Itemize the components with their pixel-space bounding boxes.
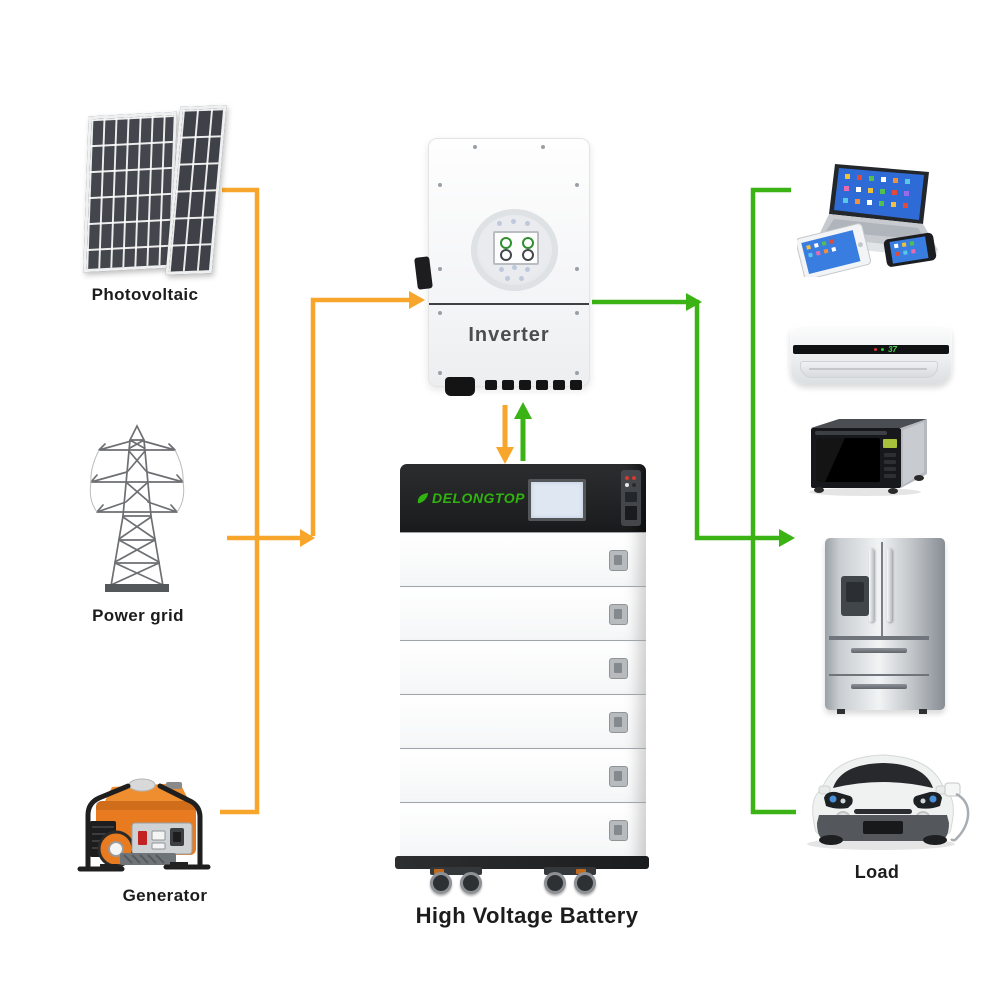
battery-module bbox=[400, 802, 646, 856]
inverter-unit: Inverter bbox=[414, 138, 590, 396]
battery-control-module: DELONGTOP bbox=[400, 464, 646, 532]
load-label: Load bbox=[854, 862, 900, 882]
connection-inverter-to-loads bbox=[592, 299, 779, 541]
inverter-port bbox=[519, 380, 531, 390]
inverter-display-panel bbox=[471, 209, 558, 291]
fridge-drawer bbox=[829, 674, 929, 708]
latch-icon bbox=[609, 766, 628, 787]
screw-icon bbox=[438, 183, 442, 187]
screw-icon bbox=[575, 267, 579, 271]
arrow-powergrid-junction bbox=[300, 529, 315, 547]
inverter-port bbox=[485, 380, 497, 390]
inverter-port bbox=[502, 380, 514, 390]
refrigerator-icon bbox=[825, 538, 945, 714]
latch-icon bbox=[609, 658, 628, 679]
inverter-port bbox=[536, 380, 548, 390]
leaf-icon bbox=[417, 492, 429, 503]
generator-switch bbox=[138, 831, 147, 845]
screw-icon bbox=[575, 311, 579, 315]
arrow-charge-down bbox=[496, 447, 514, 464]
inverter-port bbox=[553, 380, 565, 390]
power-grid-tower-icon bbox=[89, 424, 185, 592]
battery-label: High Voltage Battery bbox=[415, 903, 639, 928]
latch-icon bbox=[609, 820, 628, 841]
screw-icon bbox=[541, 145, 545, 149]
caster-wheels-icon bbox=[542, 867, 600, 894]
car-charge-port bbox=[944, 782, 961, 797]
battery-module bbox=[400, 586, 646, 640]
arrow-into-inverter bbox=[409, 291, 425, 309]
inverter-connector-block bbox=[445, 377, 475, 396]
battery-module bbox=[400, 532, 646, 586]
generator-icon bbox=[77, 778, 211, 872]
fridge-drawer bbox=[829, 638, 929, 674]
screw-icon bbox=[575, 183, 579, 187]
latch-icon bbox=[609, 604, 628, 625]
ac-display-stripe: 37 bbox=[793, 345, 949, 354]
microwave-oven-icon bbox=[809, 419, 927, 496]
battery-module bbox=[400, 640, 646, 694]
solar-panel-left-icon bbox=[83, 111, 177, 273]
electric-car-icon bbox=[807, 754, 970, 850]
laptop-tablet-phone-icon bbox=[797, 164, 938, 277]
screw-icon bbox=[438, 311, 442, 315]
fridge-french-doors bbox=[829, 542, 929, 638]
microwave-display bbox=[883, 439, 897, 448]
photovoltaic-panels bbox=[0, 0, 227, 275]
inverter-divider bbox=[429, 303, 589, 305]
arrow-to-refrigerator bbox=[779, 529, 795, 547]
screw-icon bbox=[438, 371, 442, 375]
inverter-port bbox=[570, 380, 582, 390]
battery-module bbox=[400, 748, 646, 802]
connection-pv-generator-trunk bbox=[220, 187, 260, 815]
screw-icon bbox=[438, 267, 442, 271]
connection-loads-spine bbox=[750, 187, 796, 815]
inverter-side-switch bbox=[414, 256, 433, 290]
battery-base bbox=[395, 856, 649, 869]
battery-module-stack bbox=[400, 532, 646, 856]
arrow-discharge-up bbox=[514, 402, 532, 419]
high-voltage-battery-unit: DELONGTOP bbox=[395, 464, 649, 894]
latch-icon bbox=[609, 550, 628, 571]
battery-brand: DELONGTOP bbox=[416, 490, 525, 506]
fridge-water-dispenser bbox=[841, 576, 869, 616]
battery-lcd-screen bbox=[528, 479, 586, 521]
inverter-label: Inverter bbox=[468, 324, 550, 346]
caster-wheels-icon bbox=[428, 867, 486, 894]
latch-icon bbox=[609, 712, 628, 733]
battery-connector-strip bbox=[621, 470, 641, 526]
inverter-lcd-screen bbox=[493, 231, 539, 265]
connection-sources-to-inverter bbox=[310, 297, 409, 536]
air-conditioner-icon: 37 bbox=[790, 324, 952, 384]
ac-temperature-display: 37 bbox=[888, 344, 897, 354]
battery-module bbox=[400, 694, 646, 748]
photovoltaic-label: Photovoltaic bbox=[91, 285, 199, 304]
screw-icon bbox=[473, 145, 477, 149]
generator-label: Generator bbox=[122, 886, 208, 905]
tower-base bbox=[105, 584, 169, 592]
power-grid-label: Power grid bbox=[92, 606, 184, 625]
arrow-inverter-output bbox=[686, 293, 702, 311]
screw-icon bbox=[575, 371, 579, 375]
ac-flap bbox=[800, 361, 938, 378]
charging-cable bbox=[950, 792, 970, 842]
